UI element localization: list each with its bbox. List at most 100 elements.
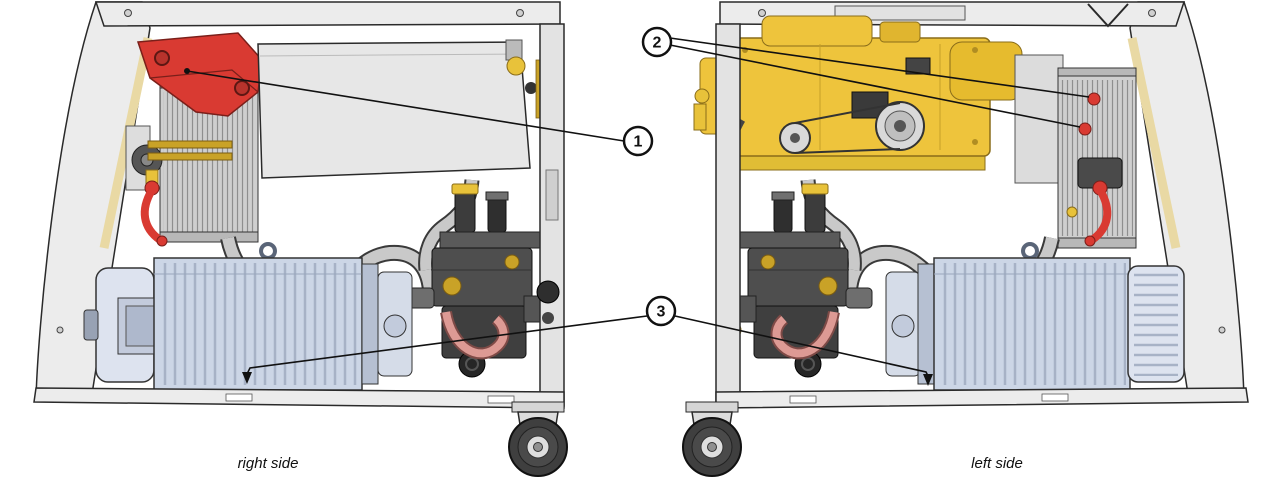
callout-circle [645,295,677,327]
caster-plate [511,401,565,413]
lever-knob [156,235,168,247]
rail-notch [789,395,817,404]
dark-module-small [905,57,931,75]
top-rail [94,1,561,27]
caption-right-side: right side [238,455,299,472]
black-fitting [525,82,537,94]
solenoid-cap [771,191,795,201]
bottom-rail [33,387,565,409]
wheel-axle [533,442,543,452]
cover-box-face [257,41,531,179]
motor-flange [361,263,379,385]
yellow-fitting [694,88,710,104]
crossbar [739,231,841,249]
black-knob [536,280,560,304]
motor-ribs [158,263,358,385]
valve-block [724,183,873,378]
lifting-eye [1021,242,1039,260]
belt [794,148,901,154]
top-fittings [505,39,543,119]
end-cap-ring [801,357,815,371]
engine-cap [879,21,921,43]
engine-hump [761,15,873,47]
callout-label: 3 [657,304,666,321]
lever-knob [1084,235,1096,247]
lifting-eye [259,242,277,260]
motor-pump-unit [885,242,1185,393]
frame-front [33,23,565,409]
solenoid [454,191,476,233]
pump-port [383,314,407,338]
drain-lever [140,180,168,247]
heat-exchanger [1014,54,1137,249]
callouts: 1 2 3 [184,26,1090,386]
muffler [949,41,1023,101]
pulley-large-hub [894,120,906,132]
crossbar [439,231,541,249]
solenoid-cap [801,183,829,195]
radiator-fins [163,92,255,232]
callout-circle [641,26,673,58]
leader-dot [184,68,190,74]
leader-arrow [923,374,933,386]
frame-front [715,23,1249,409]
red-bracket [136,32,263,117]
bracket-bolt [234,80,250,96]
brass-port [504,254,520,270]
captions: right side left side [238,455,1023,472]
bolt [1218,326,1226,334]
brass-port [818,276,838,296]
red-plug-upper [1087,92,1101,106]
brass-pipe [147,152,233,161]
bolt [124,9,132,17]
left-fittings [125,125,233,191]
solenoid-cap [485,191,509,201]
hose [442,311,508,358]
caster-plate [685,401,739,413]
drain-lever [1066,157,1123,247]
drain-hose [770,310,840,360]
cover-box-edge [259,53,519,57]
engine-bolt [972,47,978,53]
motor-flange [917,263,935,385]
right-side-view [33,1,565,409]
leader-arrow [242,372,252,384]
rail-notch [225,393,253,402]
caption-left-side: left side [971,455,1023,472]
side-cylinder [845,287,873,309]
end-cap-ring [465,357,479,371]
callout-3: 3 [242,295,933,386]
yellow-pipe [693,103,707,131]
bolt [516,9,524,17]
red-bracket-fold [149,69,259,93]
shaft-boss [83,309,99,341]
drain-hose [440,310,510,360]
bolt [56,326,64,334]
callout-1: 1 [184,68,654,157]
motor-pump-unit [83,242,413,393]
rail-notch [1041,393,1069,402]
lever-arm [1089,187,1112,244]
motor-ribs [938,263,1126,385]
caster-wheel-right [682,401,742,477]
solenoid-cap [451,183,479,195]
belt [794,102,901,124]
hose [772,311,838,358]
leader-line [186,70,625,142]
engine-block [693,15,1023,180]
lever-arm [140,187,163,244]
bolt [758,9,766,17]
bolt [1148,9,1156,17]
brass-port [760,254,776,270]
leader-line [669,37,1090,98]
wheel-axle [707,442,717,452]
red-plug-lower [1078,122,1092,136]
callout-label: 1 [634,134,643,151]
solenoid [804,191,826,233]
left-upright [715,23,741,407]
leader-line [669,44,1081,128]
solenoid [773,197,793,233]
brass-pipe [147,140,233,149]
